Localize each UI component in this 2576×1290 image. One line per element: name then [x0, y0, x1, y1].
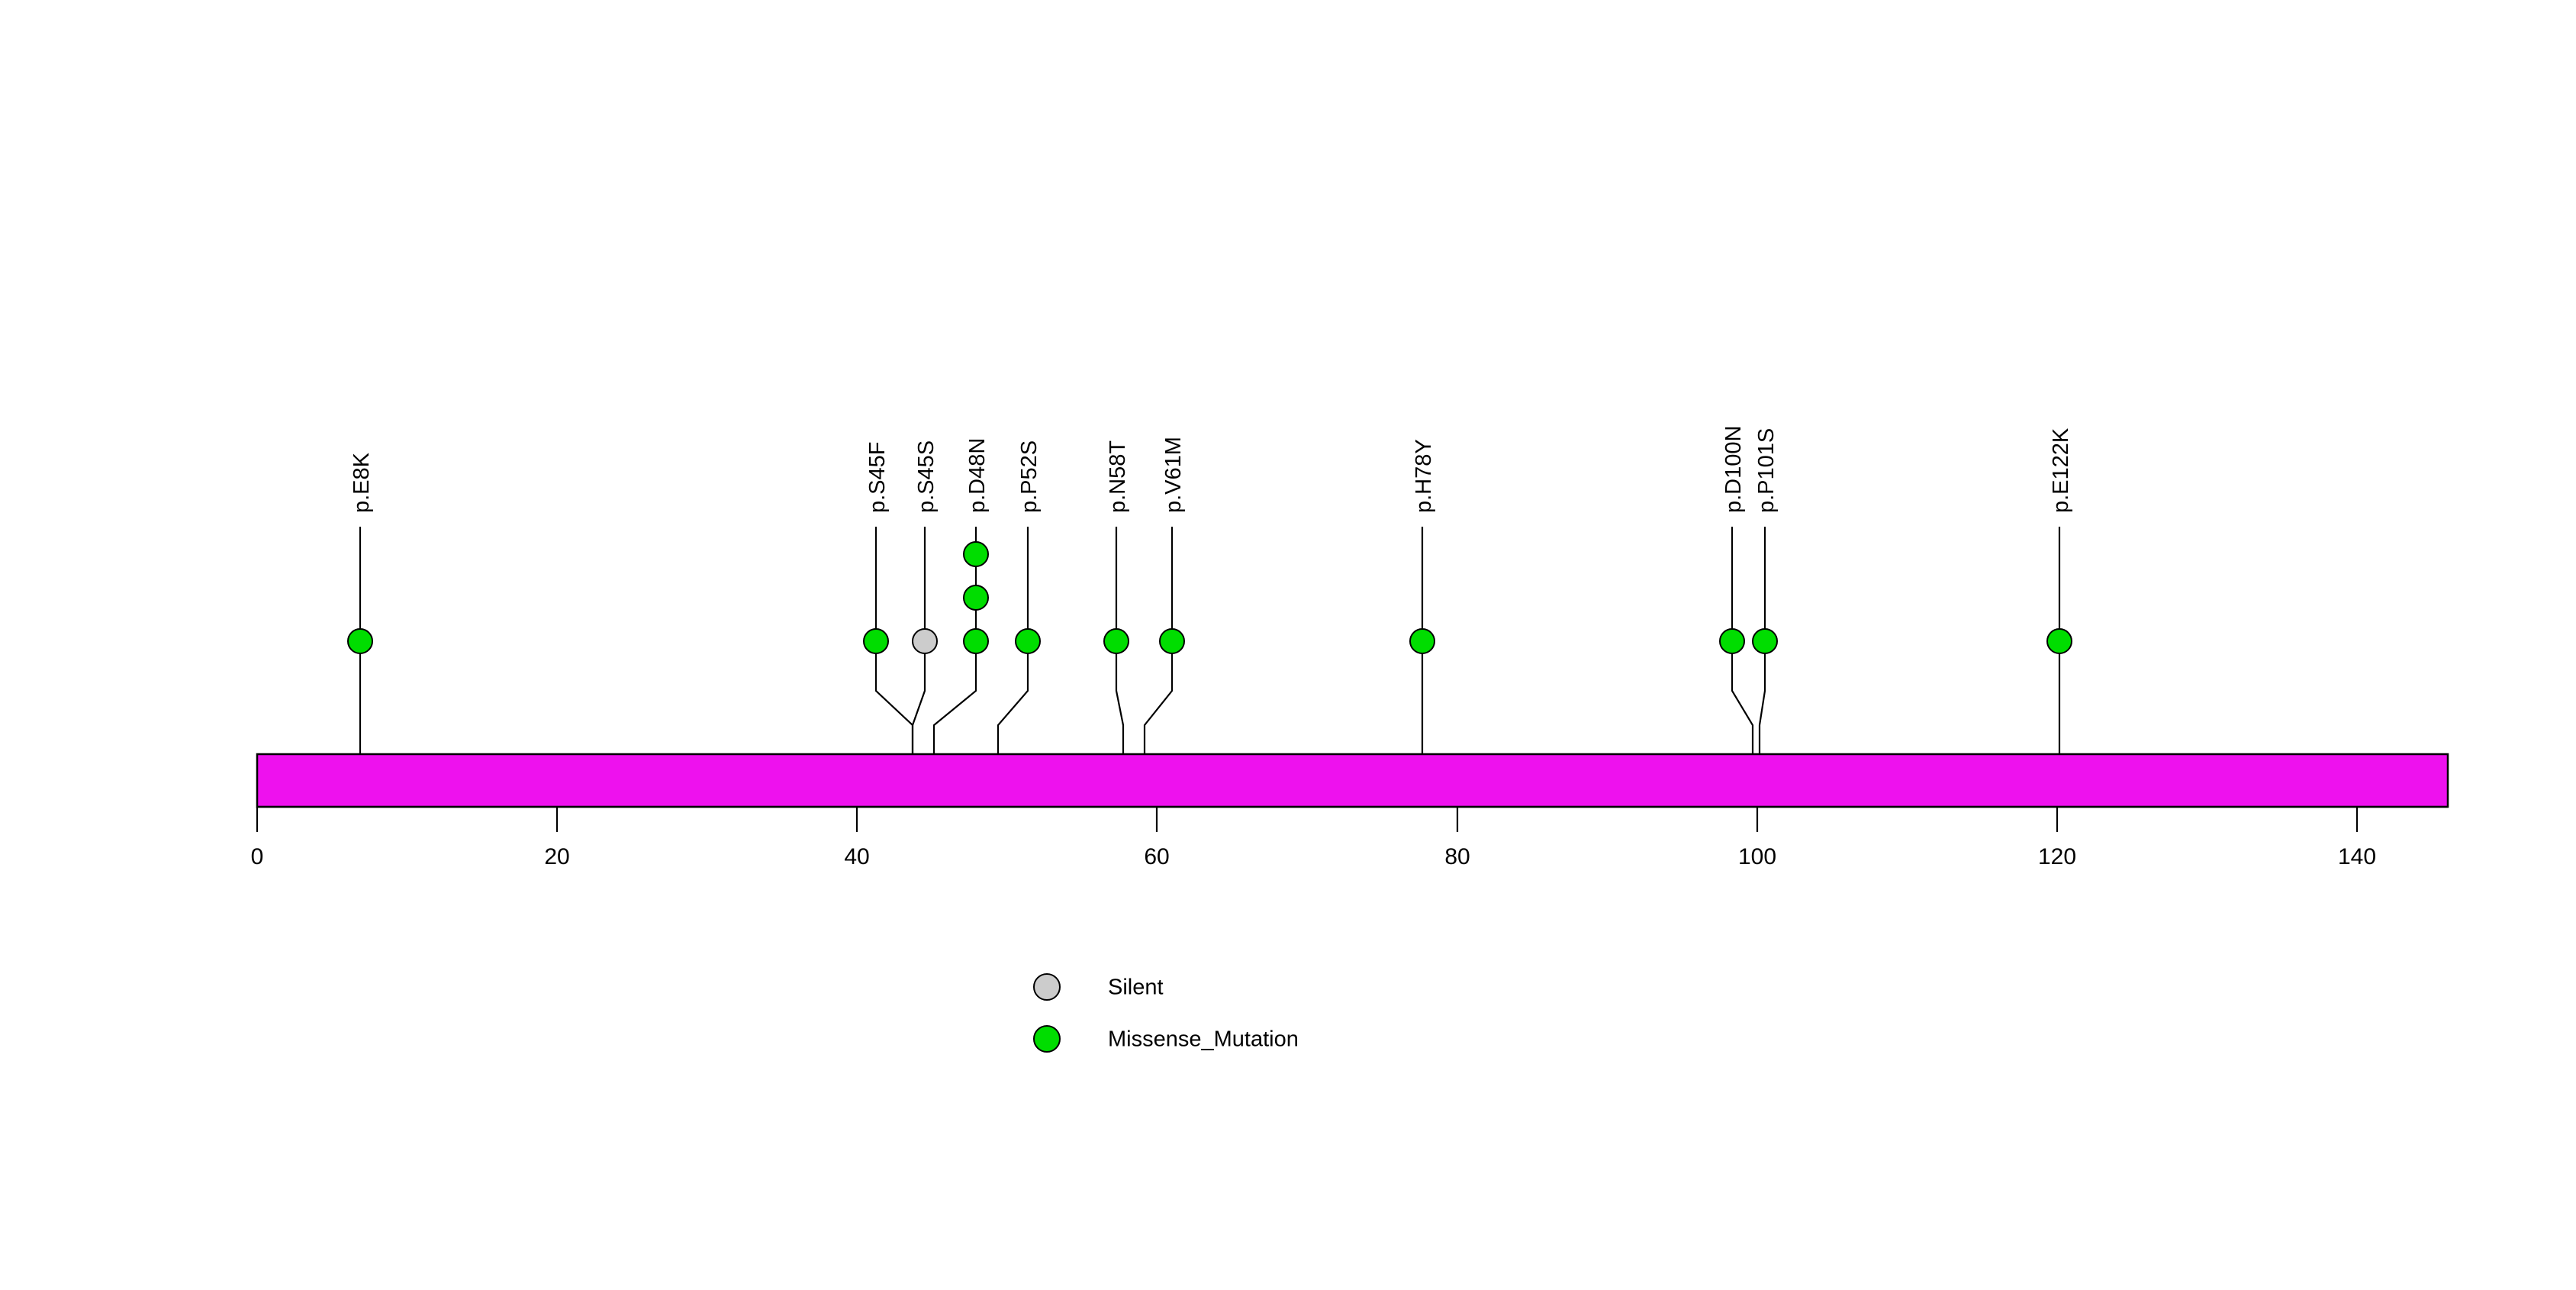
marker-p-P52S[interactable] [1015, 628, 1041, 654]
x-axis-tick-label-0: 0 [251, 844, 264, 869]
legend-item-missense-mutation[interactable]: Missense_Mutation [1033, 1025, 1299, 1053]
legend-label-silent: Silent [1108, 976, 1164, 1000]
legend-label-missense-mutation: Missense_Mutation [1108, 1027, 1299, 1052]
x-axis-tick-label-80: 80 [1444, 844, 1470, 869]
marker-p-D48N-1[interactable] [963, 628, 989, 654]
stem-p-V61M [1143, 527, 1174, 754]
mutation-label-group: p.E8K p.S45F p.S45S p.D48N p.P52S p.N58T… [349, 426, 2073, 513]
mutation-label-p-D48N: p.D48N [965, 438, 990, 513]
marker-p-D100N[interactable] [1719, 628, 1745, 654]
x-axis: 0 20 40 60 80 100 120 140 [251, 805, 2448, 869]
marker-p-N58T[interactable] [1103, 628, 1129, 654]
x-axis-tick-label-100: 100 [1738, 844, 1776, 869]
marker-p-P101S[interactable] [1752, 628, 1778, 654]
x-axis-tick-label-40: 40 [844, 844, 869, 869]
legend-swatch-missense-mutation [1033, 1025, 1061, 1053]
mutation-label-p-S45S: p.S45S [914, 440, 939, 513]
protein-domain-bar[interactable] [256, 753, 2449, 808]
marker-p-E122K[interactable] [2046, 628, 2072, 654]
stem-p-D100N [1731, 527, 1754, 754]
marker-p-E8K[interactable] [347, 628, 373, 654]
stem-group [359, 527, 2061, 754]
marker-p-V61M[interactable] [1159, 628, 1185, 654]
marker-p-S45S[interactable] [912, 628, 938, 654]
legend-item-silent[interactable]: Silent [1033, 973, 1164, 1001]
marker-p-D48N-2[interactable] [963, 585, 989, 611]
legend: Silent Missense_Mutation [1033, 973, 1299, 1053]
mutation-label-p-D100N: p.D100N [1721, 426, 1746, 513]
x-axis-tick-label-120: 120 [2038, 844, 2076, 869]
stem-p-S45S [911, 527, 926, 754]
mutation-label-p-V61M: p.V61M [1161, 437, 1186, 513]
mutation-label-p-E122K: p.E122K [2049, 427, 2073, 513]
mutation-label-p-S45F: p.S45F [865, 442, 890, 514]
marker-p-H78Y[interactable] [1409, 628, 1435, 654]
x-axis-tick-label-20: 20 [544, 844, 569, 869]
mutation-label-p-N58T: p.N58T [1106, 440, 1130, 513]
legend-swatch-silent [1033, 973, 1061, 1001]
stem-p-N58T [1115, 527, 1125, 754]
stem-p-P52S [997, 527, 1029, 754]
marker-p-D48N-3[interactable] [963, 541, 989, 567]
mutation-label-p-P101S: p.P101S [1754, 428, 1779, 513]
marker-p-S45F[interactable] [863, 628, 889, 654]
mutation-label-p-P52S: p.P52S [1017, 440, 1042, 513]
x-axis-tick-label-140: 140 [2338, 844, 2376, 869]
stem-p-P101S [1758, 527, 1766, 754]
marker-group [347, 541, 2072, 654]
mutation-label-p-E8K: p.E8K [349, 452, 374, 513]
mutation-label-p-H78Y: p.H78Y [1412, 439, 1436, 513]
x-axis-tick-label-60: 60 [1144, 844, 1169, 869]
